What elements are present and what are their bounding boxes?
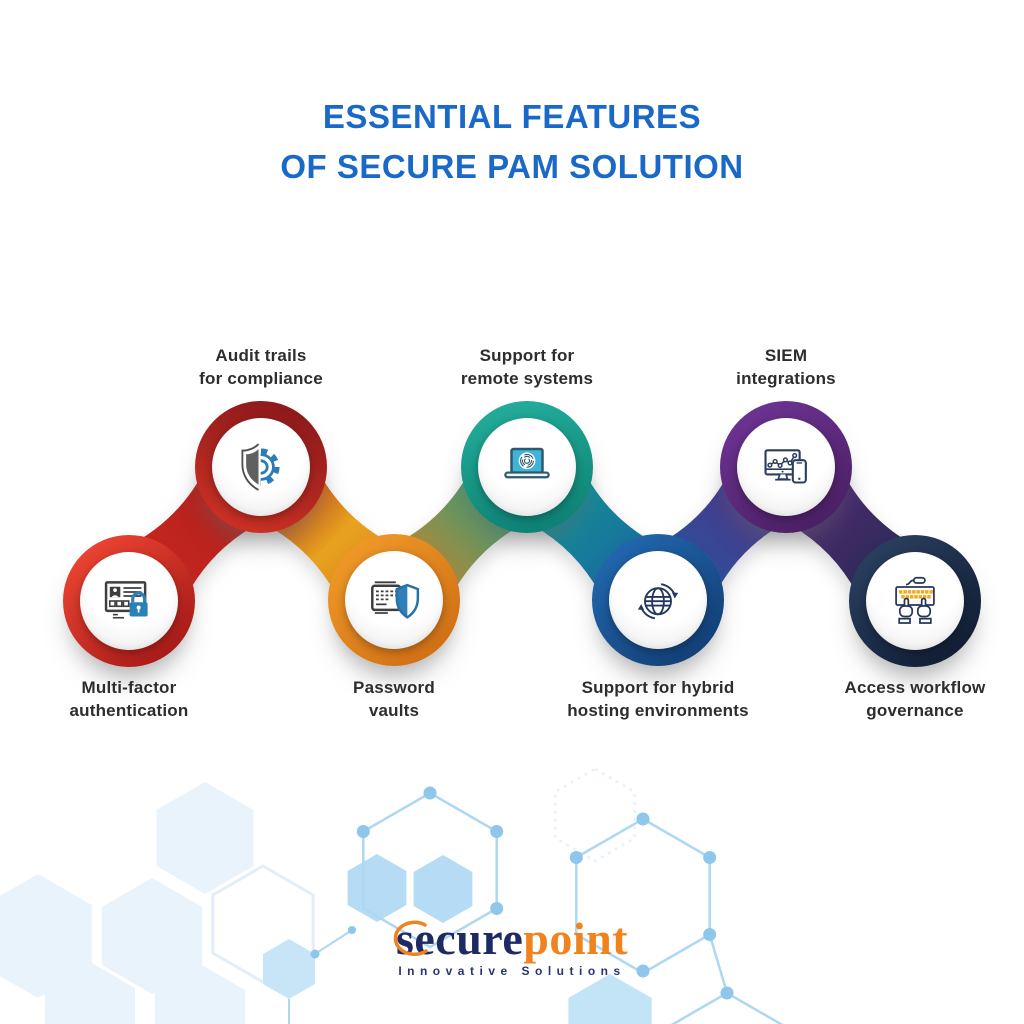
- label-line: SIEM: [764, 346, 808, 365]
- label-line: Audit trails: [215, 346, 307, 365]
- label-line: authentication: [69, 701, 189, 720]
- label-line: Support for hybrid: [581, 678, 735, 697]
- keyboard-hands-icon: [895, 576, 935, 624]
- feature-label-audit-trails-for-compliance: Audit trails for compliance: [146, 344, 376, 390]
- node-inner-circle: [737, 418, 835, 516]
- monitor-phone-chart-icon: [764, 449, 807, 484]
- node-inner-circle: [478, 418, 576, 516]
- node-inner-circle: [212, 418, 310, 516]
- logo-text-point: point: [523, 913, 629, 964]
- feature-node-password-vaults: [328, 534, 460, 666]
- securepoint-wordmark: securepoint: [393, 913, 629, 964]
- node-inner-circle: [345, 551, 443, 649]
- feature-node-audit-trails-for-compliance: [195, 401, 327, 533]
- node-inner-circle: [609, 551, 707, 649]
- feature-node-multi-factor-authentication: [63, 535, 195, 667]
- label-line: governance: [866, 701, 964, 720]
- feature-node-support-for-remote-systems: [461, 401, 593, 533]
- shield-gear-icon: [241, 443, 280, 491]
- feature-label-siem-integrations: SIEM integrations: [671, 344, 901, 390]
- globe-sync-icon: [637, 583, 679, 620]
- title-line-1: ESSENTIAL FEATURES: [322, 98, 702, 135]
- node-inner-circle: [866, 552, 964, 650]
- logo-tagline: Innovative Solutions: [398, 964, 626, 978]
- label-line: Access workflow: [844, 678, 986, 697]
- node-inner-circle: [80, 552, 178, 650]
- feature-node-support-for-hybrid-hosting-environments: [592, 534, 724, 666]
- page-title: ESSENTIAL FEATURES OF SECURE PAM SOLUTIO…: [0, 92, 1024, 192]
- feature-label-support-for-remote-systems: Support for remote systems: [412, 344, 642, 390]
- securepoint-logo: securepoint Innovative Solutions: [0, 916, 1024, 978]
- label-line: Password: [353, 678, 435, 697]
- keyboard-shield-icon: [371, 581, 420, 619]
- feature-node-access-workflow-governance: [849, 535, 981, 667]
- label-line: Support for: [479, 346, 575, 365]
- feature-node-siem-integrations: [720, 401, 852, 533]
- label-line: integrations: [736, 369, 836, 388]
- label-line: vaults: [368, 701, 420, 720]
- logo-swoosh-icon: [393, 920, 428, 956]
- label-line: remote systems: [460, 369, 594, 388]
- feature-label-support-for-hybrid-hosting-environments: Support for hybrid hosting environments: [543, 676, 773, 722]
- title-line-2: OF SECURE PAM SOLUTION: [280, 148, 744, 185]
- feature-label-password-vaults: Password vaults: [279, 676, 509, 722]
- feature-label-access-workflow-governance: Access workflow governance: [800, 676, 1024, 722]
- hexagon-pattern-background: [0, 767, 784, 1024]
- label-line: hosting environments: [567, 701, 749, 720]
- laptop-fingerprint-icon: [504, 447, 550, 479]
- feature-label-multi-factor-authentication: Multi-factor authentication: [14, 676, 244, 722]
- label-line: for compliance: [199, 369, 323, 388]
- label-line: Multi-factor: [81, 678, 177, 697]
- id-card-lock-icon: [104, 581, 148, 619]
